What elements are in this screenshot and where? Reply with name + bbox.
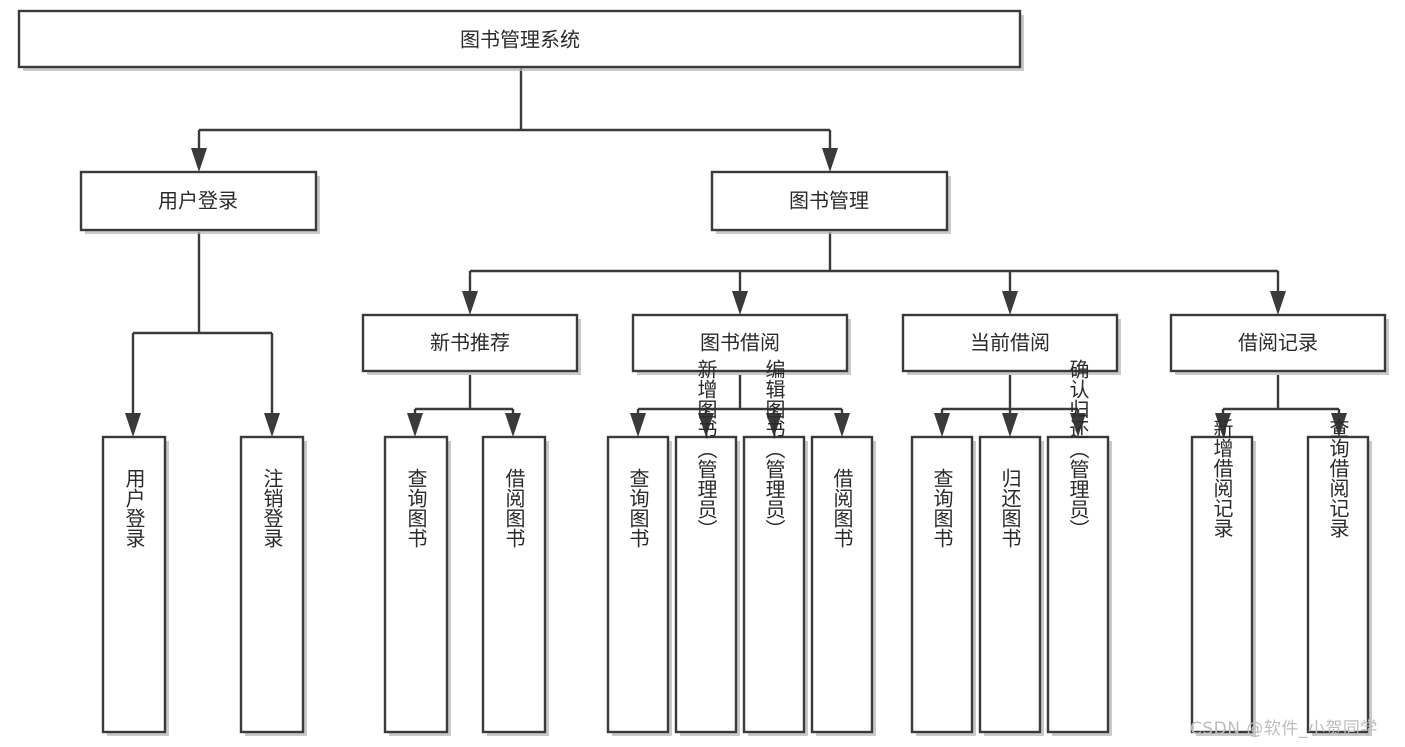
arrow-head-leaf-query-book-2 [630,413,646,437]
arrow-head-new-book-recommend [462,291,478,315]
csdn-watermark: CSDN @软件_小贺同学 [1190,719,1378,739]
node-user-login[interactable]: 用户登录 [79,170,320,234]
node-leaf-confirm-return-label: 确认归还（管理员） [1066,359,1090,539]
arrow-head-leaf-logout-login [264,413,280,437]
node-user-login-label: 用户登录 [158,189,238,213]
arrow-head-leaf-borrow-book-2 [834,413,850,437]
node-borrow-record[interactable]: 借阅记录 [1169,313,1389,375]
arrow-head-borrow-record [1270,291,1286,315]
node-borrow-record-label: 借阅记录 [1238,331,1318,355]
arrow-head-leaf-query-book-1 [407,413,423,437]
node-leaf-user-login-label: 用户登录 [122,468,146,548]
node-leaf-edit-book[interactable]: 编辑图书（管理员） [742,359,808,736]
arrow-head-leaf-edit-book [766,413,782,437]
arrow-head-leaf-add-record [1215,413,1231,437]
node-new-book-recommend[interactable]: 新书推荐 [361,313,581,375]
node-leaf-query-record-label: 查询借阅记录 [1326,418,1350,538]
node-current-borrow-label: 当前借阅 [970,331,1050,355]
node-leaf-logout-login-label: 注销登录 [260,468,284,548]
node-root-label: 图书管理系统 [460,28,580,52]
arrow-head-leaf-add-book [698,413,714,437]
node-leaf-add-record[interactable]: 新增借阅记录 [1190,418,1256,736]
arrow-head-user-login [191,148,207,172]
arrow-head-leaf-query-book-3 [934,413,950,437]
node-leaf-borrow-book-2[interactable]: 借阅图书 [810,435,876,736]
node-leaf-add-book[interactable]: 新增图书（管理员） [674,359,740,736]
node-leaf-return-book-label: 归还图书 [998,468,1022,548]
node-leaf-query-book-3-label: 查询图书 [930,468,954,548]
node-leaf-query-book-1[interactable]: 查询图书 [383,435,451,736]
arrow-head-leaf-user-login [125,413,141,437]
node-new-book-recommend-label: 新书推荐 [430,331,510,355]
arrow-head-leaf-confirm-return [1070,413,1086,437]
node-current-borrow[interactable]: 当前借阅 [901,313,1121,375]
node-leaf-query-book-3[interactable]: 查询图书 [910,435,976,736]
arrow-head-current-borrow [1002,291,1018,315]
node-book-borrow-label: 图书借阅 [700,331,780,355]
arrow-head-book-management [822,148,838,172]
node-leaf-return-book[interactable]: 归还图书 [978,435,1044,736]
arrow-head-book-borrow [732,291,748,315]
node-leaf-logout-login[interactable]: 注销登录 [239,435,307,736]
arrow-head-leaf-borrow-book-1 [505,413,521,437]
node-root[interactable]: 图书管理系统 [17,9,1024,71]
node-leaf-query-record[interactable]: 查询借阅记录 [1306,418,1372,736]
node-leaf-borrow-book-2-label: 借阅图书 [830,468,854,548]
node-leaf-add-book-label: 新增图书（管理员） [694,359,718,539]
node-leaf-borrow-book-1-label: 借阅图书 [502,468,526,548]
node-leaf-borrow-book-1[interactable]: 借阅图书 [481,435,549,736]
connector-layer [125,67,1347,437]
node-book-management[interactable]: 图书管理 [710,170,951,234]
node-leaf-query-book-1-label: 查询图书 [404,468,428,548]
node-leaf-user-login[interactable]: 用户登录 [101,435,169,736]
node-book-borrow[interactable]: 图书借阅 [631,313,851,375]
arrow-head-leaf-return-book [1002,413,1018,437]
arrow-head-leaf-query-record [1331,413,1347,437]
node-leaf-confirm-return[interactable]: 确认归还（管理员） [1046,359,1112,736]
node-leaf-query-book-2-label: 查询图书 [626,468,650,548]
node-leaf-add-record-label: 新增借阅记录 [1210,418,1234,538]
node-leaf-edit-book-label: 编辑图书（管理员） [762,359,786,539]
node-book-management-label: 图书管理 [789,189,869,213]
node-leaf-query-book-2[interactable]: 查询图书 [606,435,672,736]
